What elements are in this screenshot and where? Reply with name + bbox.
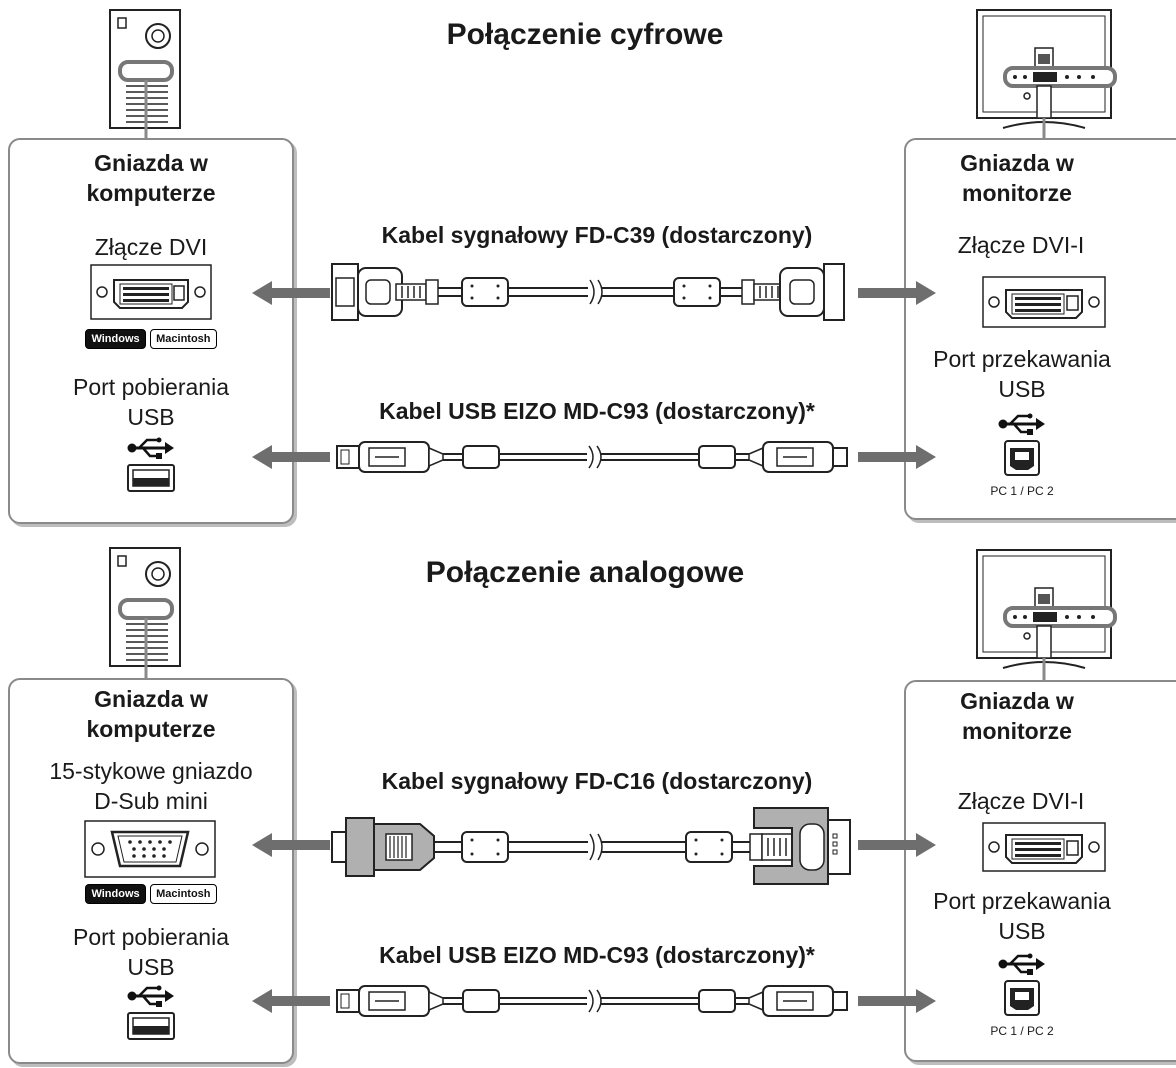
panel-heading-line1: Gniazda w — [960, 150, 1074, 176]
usb-symbol-icon — [998, 413, 1045, 435]
vga-dvi-cable-icon — [331, 807, 851, 885]
arrow-right-icon — [858, 281, 936, 305]
usb-symbol-icon — [998, 953, 1045, 975]
arrow-right-icon — [858, 833, 936, 857]
dvi-cable-icon — [331, 263, 845, 321]
panel-heading-line1: Gniazda w — [960, 688, 1074, 714]
digital-section-title: Połączenie cyfrowe — [446, 18, 724, 51]
dvi-port-icon — [90, 264, 212, 320]
panel-heading-line2: komputerze — [86, 180, 216, 206]
windows-badge: Windows — [85, 329, 146, 349]
panel-heading-line2: monitorze — [962, 180, 1072, 206]
connector-label: Złącze DVI-I — [957, 232, 1085, 258]
arrow-left-icon — [252, 989, 330, 1013]
usb-b-port-icon — [1004, 980, 1040, 1016]
pc-tower-icon — [109, 547, 181, 678]
pc-sockets-panel-digital: Gniazda w komputerze Złącze DVI Windows … — [8, 138, 294, 524]
signal-cable-label-digital: Kabel sygnałowy FD-C39 (dostarczony) — [381, 222, 813, 248]
connector-label: Złącze DVI-I — [957, 788, 1085, 814]
connector-label: Złącze DVI — [94, 234, 208, 260]
usb-port-label-line1: Port przekawania — [933, 346, 1111, 372]
connector-label-line2: D-Sub mini — [94, 788, 208, 814]
arrow-right-icon — [858, 989, 936, 1013]
usb-port-label-line2: USB — [998, 918, 1046, 944]
panel-heading-line2: monitorze — [962, 718, 1072, 744]
usb-b-port-icon — [1004, 440, 1040, 476]
arrow-left-icon — [252, 833, 330, 857]
monitor-back-icon — [976, 549, 1117, 683]
usb-symbol-icon — [127, 985, 174, 1007]
usb-port-label-line1: Port przekawania — [933, 888, 1111, 914]
pc-sockets-panel-analog: Gniazda w komputerze 15-stykowe gniazdo … — [8, 678, 294, 1064]
analog-section-title: Połączenie analogowe — [425, 556, 745, 589]
usb-port-label-line1: Port pobierania — [73, 924, 229, 950]
usb-port-label-line2: USB — [127, 954, 175, 980]
arrow-left-icon — [252, 281, 330, 305]
usb-port-label-line2: USB — [998, 376, 1046, 402]
panel-heading-line2: komputerze — [86, 716, 216, 742]
usb-cable-icon — [336, 441, 848, 473]
usb-port-label-line2: USB — [127, 404, 175, 430]
arrow-left-icon — [252, 445, 330, 469]
panel-heading-line1: Gniazda w — [94, 150, 208, 176]
pc-tower-icon — [109, 9, 181, 140]
usb-a-port-icon — [127, 1012, 175, 1040]
usb-port-label-line1: Port pobierania — [73, 374, 229, 400]
usb-cable-label-analog: Kabel USB EIZO MD-C93 (dostarczony)* — [379, 942, 815, 968]
usb-symbol-icon — [127, 437, 174, 459]
vga-port-icon — [84, 820, 216, 878]
pc-ports-label: PC 1 / PC 2 — [990, 1024, 1054, 1038]
monitor-back-icon — [976, 9, 1117, 143]
panel-heading-line1: Gniazda w — [94, 686, 208, 712]
macintosh-badge: Macintosh — [150, 329, 217, 349]
pc-ports-label: PC 1 / PC 2 — [990, 484, 1054, 498]
dvi-port-icon — [982, 276, 1106, 328]
windows-badge: Windows — [85, 884, 146, 904]
macintosh-badge: Macintosh — [150, 884, 217, 904]
connector-label-line1: 15-stykowe gniazdo — [49, 758, 253, 784]
usb-a-port-icon — [127, 464, 175, 492]
arrow-right-icon — [858, 445, 936, 469]
signal-cable-label-analog: Kabel sygnałowy FD-C16 (dostarczony) — [381, 768, 813, 794]
dvi-port-icon — [982, 822, 1106, 872]
monitor-sockets-panel-analog: Gniazda w monitorze Złącze DVI-I Port pr… — [904, 680, 1176, 1062]
monitor-sockets-panel-digital: Gniazda w monitorze Złącze DVI-I Port pr… — [904, 138, 1176, 520]
usb-cable-icon — [336, 985, 848, 1017]
usb-cable-label-digital: Kabel USB EIZO MD-C93 (dostarczony)* — [379, 398, 815, 424]
